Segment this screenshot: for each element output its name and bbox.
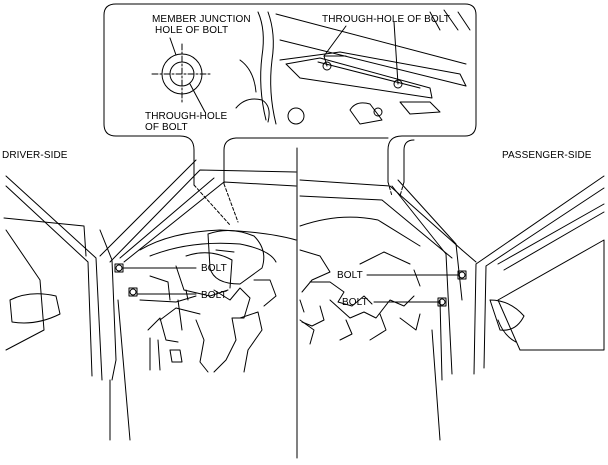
member-junction-label-line2: HOLE OF BOLT (155, 25, 229, 36)
driver-bolt-upper-label: BOLT (201, 263, 227, 274)
bolt-hole-symbol (151, 37, 213, 113)
passenger-bolt-upper-label: BOLT (337, 270, 363, 281)
member-junction-label-line1: MEMBER JUNCTION (152, 14, 251, 25)
driver-bolt-lower (128, 287, 138, 297)
passenger-side-drawing (299, 175, 605, 441)
passenger-side-label: PASSENGER-SIDE (502, 150, 592, 161)
callout-box (103, 3, 477, 226)
through-hole-left-label-line1: THROUGH-HOLE (145, 111, 228, 122)
through-hole-top-label: THROUGH-HOLE OF BOLT (322, 14, 450, 25)
passenger-bolt-lower-label: BOLT (342, 297, 368, 308)
driver-side-drawing (3, 159, 297, 441)
callout-pillar-detail (235, 9, 471, 125)
passenger-bolt-lower (437, 297, 447, 307)
driver-bolt-lower-label: BOLT (201, 290, 227, 301)
driver-side-label: DRIVER-SIDE (2, 150, 68, 161)
driver-bolt-upper (114, 263, 124, 273)
through-hole-left-label-line2: OF BOLT (145, 122, 188, 133)
